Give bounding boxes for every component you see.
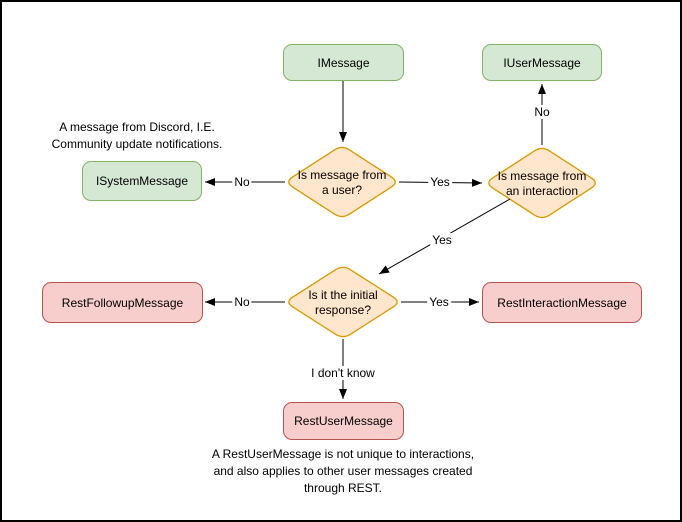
edge-label-i-dont-know-to-restusermessage: I don't know xyxy=(309,366,377,380)
node-restusermessage-label: RestUserMessage xyxy=(294,414,393,428)
node-restinteractionmessage: RestInteractionMessage xyxy=(482,282,642,323)
decision-is-from-user xyxy=(288,146,396,218)
edge-label-yes-to-restinteractionmessage: Yes xyxy=(427,295,451,309)
node-imessage: IMessage xyxy=(283,44,404,81)
node-restinteractionmessage-label: RestInteractionMessage xyxy=(497,295,627,310)
node-restfollowupmessage-label: RestFollowupMessage xyxy=(61,295,184,310)
node-isystemmessage: ISystemMessage xyxy=(82,161,202,201)
annotation-rest-user-message-note: A RestUserMessage is not unique to inter… xyxy=(211,447,475,495)
node-restusermessage: RestUserMessage xyxy=(283,402,404,440)
decision-is-from-interaction-label: Is message from an interaction xyxy=(497,169,587,198)
node-iusermessage-label: IUserMessage xyxy=(503,55,581,70)
edge-label-yes-to-is-initial-response: Yes xyxy=(430,233,454,247)
decision-is-from-interaction xyxy=(488,147,596,219)
node-restfollowupmessage: RestFollowupMessage xyxy=(42,282,203,323)
edge-label-no-to-restfollowupmessage: No xyxy=(232,295,252,309)
edge-label-yes-to-is-from-interaction: Yes xyxy=(428,175,452,189)
annotation-system-message-note: A message from Discord, I.E. Community u… xyxy=(51,120,223,151)
decision-is-initial-response-label: Is it the initial response? xyxy=(308,288,378,317)
decision-is-initial-response xyxy=(288,266,398,338)
decision-is-from-user-label: Is message from a user? xyxy=(297,168,387,197)
node-iusermessage: IUserMessage xyxy=(482,44,602,81)
edge-label-no-to-isystemmessage: No xyxy=(232,175,252,189)
node-isystemmessage-label: ISystemMessage xyxy=(95,174,189,188)
node-imessage-label: IMessage xyxy=(317,55,370,70)
edge-label-no-to-iusermessage: No xyxy=(532,105,552,119)
